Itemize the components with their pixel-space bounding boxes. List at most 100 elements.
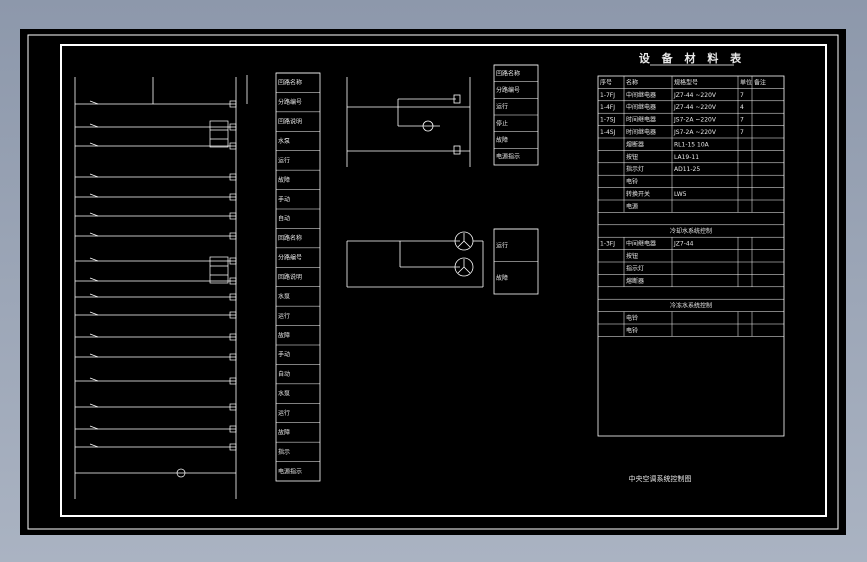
table-cell: 熔断器 (626, 277, 644, 285)
table-cell: 电铃 (626, 326, 638, 334)
ladder-diagram (74, 75, 248, 499)
table-cell: 按钮 (626, 153, 638, 161)
table-cell: 7 (740, 117, 744, 124)
table-cell: 4 (740, 104, 744, 111)
table-cell: JZ7-44 ~220V (673, 92, 717, 99)
legend-label: 手动 (278, 195, 290, 203)
table-cell: 1-4SJ (600, 129, 616, 136)
legend-label: 故障 (278, 331, 290, 339)
legend-label: 回路说明 (278, 118, 302, 126)
table-cell: 电铃 (626, 314, 638, 322)
legend-label: 分路编号 (278, 254, 302, 262)
lamp-symbol (75, 468, 236, 478)
legend-label: 运行 (278, 312, 290, 320)
ladder-rung (75, 142, 237, 150)
table-cell: 名称 (626, 78, 638, 86)
legend-label: 指示 (278, 448, 290, 456)
table-cell: 指示灯 (626, 264, 644, 272)
table-cell: 中间继电器 (626, 91, 656, 99)
table-cell: 1-4FJ (600, 104, 615, 111)
table-cell: JS7-2A ~220V (673, 117, 717, 124)
table-cell: 熔断器 (626, 140, 644, 148)
table-cell: 指示灯 (626, 165, 644, 173)
ladder-rung (75, 123, 237, 131)
table-cell: 7 (740, 92, 744, 99)
ladder-rung (75, 403, 237, 411)
table-section-title: 冷却水系统控制 (670, 227, 712, 235)
legend-label: 电源指示 (496, 153, 520, 161)
legend-label: 水泵 (278, 137, 290, 145)
table-title: 设 备 材 料 表 (639, 51, 745, 65)
legend-label: 水泵 (278, 292, 290, 300)
legend-label: 故障 (496, 136, 508, 144)
legend-label: 故障 (278, 176, 290, 184)
ladder-rung (75, 293, 237, 301)
table-cell: 序号 (600, 78, 612, 86)
table-cell: AD11-25 (674, 166, 700, 173)
table-cell: 规格型号 (674, 78, 698, 86)
ladder-rung (75, 100, 237, 108)
table-cell: 时间继电器 (626, 116, 656, 124)
legend-left-cells: 回路名称分路编号回路说明水泵运行故障手动自动回路名称分路编号回路说明水泵运行故障… (276, 72, 320, 475)
legend-label: 手动 (278, 351, 290, 359)
drawing-caption: 中央空调系统控制图 (629, 474, 692, 483)
table-cell: 电铃 (626, 178, 638, 186)
ladder-rung (75, 212, 237, 220)
table-cell: LW5 (674, 191, 687, 198)
legend-label: 运行 (278, 409, 290, 417)
legend-label: 运行 (496, 241, 508, 249)
ladder-rung (75, 257, 237, 265)
legend-label: 分路编号 (496, 86, 520, 94)
ladder-rung (75, 443, 237, 451)
table-cell: LA19-11 (674, 154, 699, 161)
ladder-rung (75, 277, 237, 285)
legend-label: 故障 (496, 274, 508, 282)
ladder-rung (75, 193, 237, 201)
legend-label: 运行 (278, 156, 290, 164)
legend-label: 分路编号 (278, 98, 302, 106)
table-cell: 电源 (626, 202, 638, 210)
ladder-rung (75, 311, 237, 319)
legend-label: 回路名称 (278, 234, 302, 242)
schematic-canvas: 回路名称分路编号回路说明水泵运行故障手动自动回路名称分路编号回路说明水泵运行故障… (27, 34, 839, 530)
table-cell: 1-7FJ (600, 92, 615, 99)
outer-border (27, 34, 839, 530)
ladder-rung (75, 425, 237, 433)
table-cell: 按钮 (626, 252, 638, 260)
legend-label: 水泵 (278, 390, 290, 398)
table-cell: 中间继电器 (626, 103, 656, 111)
fan-motor-icon (454, 257, 474, 277)
table-cell: 转换开关 (626, 190, 650, 198)
legend-label: 自动 (278, 215, 290, 223)
table-cell: 7 (740, 129, 744, 136)
table-cell: 单位 (740, 78, 752, 86)
ladder-rung (75, 353, 237, 361)
legend-label: 停止 (496, 119, 508, 127)
table-cell: JZ7-44 (673, 241, 694, 248)
table-cell: 1-3FJ (600, 241, 615, 248)
ladder-rung (75, 173, 237, 181)
relay-block (209, 256, 229, 284)
fan-circuit (346, 231, 484, 288)
table-cell: JZ7-44 ~220V (673, 104, 717, 111)
control-circuit (346, 77, 471, 167)
legend-label: 故障 (278, 428, 290, 436)
ladder-rungs (75, 100, 237, 478)
ladder-rung (75, 377, 237, 385)
legend-label: 回路名称 (278, 79, 302, 87)
legend-label: 回路说明 (278, 273, 302, 281)
table-section-title: 冷冻水系统控制 (670, 302, 712, 310)
table-cell: 1-7SJ (600, 117, 616, 124)
table-cell: RL1-15 10A (674, 141, 710, 148)
legend-label: 自动 (278, 370, 290, 378)
table-cell: 时间继电器 (626, 128, 656, 136)
drawing-sheet[interactable]: 回路名称分路编号回路说明水泵运行故障手动自动回路名称分路编号回路说明水泵运行故障… (20, 29, 846, 535)
ladder-rung (75, 333, 237, 341)
material-table (597, 75, 785, 437)
legend-label: 电源指示 (278, 467, 302, 475)
legend-label: 运行 (496, 103, 508, 111)
legend-label: 回路名称 (496, 69, 520, 77)
